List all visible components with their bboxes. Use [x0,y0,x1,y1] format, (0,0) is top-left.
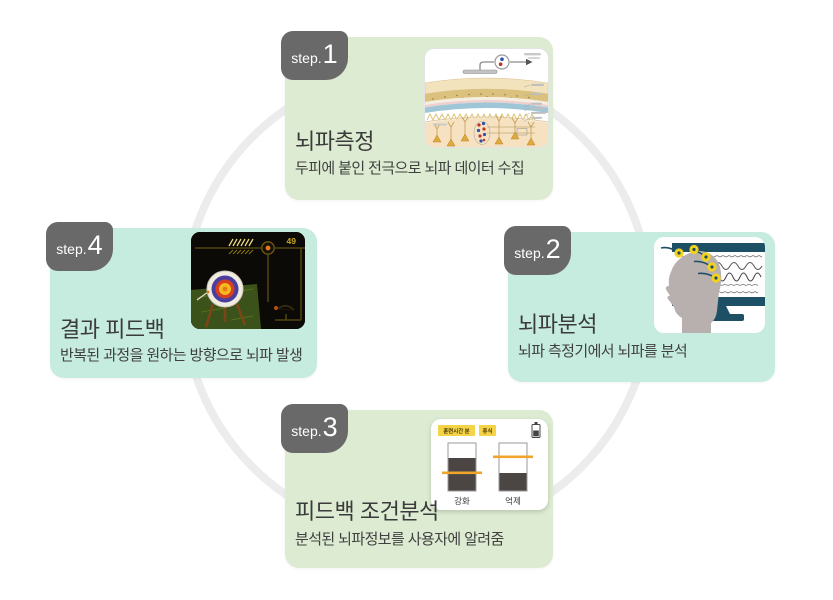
cortex-layer [425,118,548,147]
scalp-electrode-disc [462,69,498,74]
gap-layer [425,97,548,105]
layer-label-bars [531,83,546,119]
step-badge-prefix: step. [56,241,87,257]
suppress-threshold-line [493,455,533,459]
arrow-count-shadow-icons [228,249,254,255]
skull-layer [425,89,548,102]
score-text: 49 [287,236,297,246]
amplifier-icon [494,54,510,70]
amplifier-label-bar2 [528,57,540,59]
archery-target [206,270,244,308]
circuit-box [516,128,528,136]
reinforce-threshold-line [442,471,482,475]
archery-game-illustration: 49 [191,232,305,329]
step-2-title: 뇌파분석 [518,312,597,337]
feedback-threshold-panel-illustration: 훈련시간 분 휴식 강화 억제 [431,419,548,510]
battery-icon [531,422,541,438]
blue-signal-dot [500,57,504,61]
step-badge-number: 3 [322,412,338,442]
step-badge-prefix: step. [514,245,545,261]
step-1-description: 두피에 붙인 전극으로 뇌파 데이터 수집 [295,160,525,177]
step-2-badge: step.2 [504,226,571,275]
eeg-head-monitor-illustration [654,237,765,333]
step-badge-number: 4 [87,230,103,260]
hud-frame-lines [195,247,305,321]
pia-line [425,116,548,123]
arrow-count-icons [228,238,254,247]
step-3-description: 분석된 뇌파정보를 사용자에 알려줌 [295,531,504,548]
step-card-4: step.4 [46,222,317,378]
rest-badge-label: 휴식 [483,427,493,435]
suppress-gauge-fill [499,473,527,491]
membrane-layer [425,100,548,108]
suppress-label: 억제 [505,495,521,506]
reinforce-gauge-fill [448,458,476,491]
step-4-badge: step.4 [46,222,113,271]
step-badge-prefix: step. [291,50,322,66]
bow-icon [274,304,295,311]
left-label-bar [433,123,447,126]
step-1-badge: step.1 [281,31,348,80]
neurotransmitter-dots [476,121,487,143]
training-time-badge [438,425,475,436]
red-signal-dot [498,62,503,66]
monitor-top-bar [672,243,765,252]
neuron-somas [432,131,536,147]
rest-badge [479,425,496,436]
step-badge-prefix: step. [291,423,322,439]
step-1-title: 뇌파측정 [295,129,374,154]
monitor-bottom-bar [672,297,765,306]
signal-arrow-head [526,58,533,66]
layer-leader-lines [523,84,531,122]
synapse-cluster-outline [473,121,491,145]
step-badge-number: 1 [322,39,338,69]
head-silhouette [665,251,722,333]
hud-ball [265,245,271,251]
electrode-wire [479,61,494,71]
step-card-1: step.1 [281,31,553,200]
step-3-badge: step.3 [281,404,348,453]
scalp-electrode-illustration [424,48,549,148]
stray-arrow [196,290,210,301]
scalp-electrodes [674,244,721,283]
amplifier-label-bar [524,53,541,56]
reinforce-label: 강화 [454,496,470,506]
step-2-description: 뇌파 측정기에서 뇌파를 분석 [518,343,688,360]
training-time-badge-label: 훈련시간 분 [443,427,469,435]
step-card-3: step.3 훈련시간 분 휴식 강화 억제 [281,404,553,568]
step-4-description: 반복된 과정을 원하는 방향으로 뇌파 발생 [60,347,303,364]
step-badge-number: 2 [545,234,561,264]
step-card-2: step.2 [504,226,775,382]
step-4-title: 결과 피드백 [60,317,165,342]
target-stand-legs [204,303,247,328]
dura-layer [425,102,548,113]
step-3-title: 피드백 조건분석 [295,499,439,524]
